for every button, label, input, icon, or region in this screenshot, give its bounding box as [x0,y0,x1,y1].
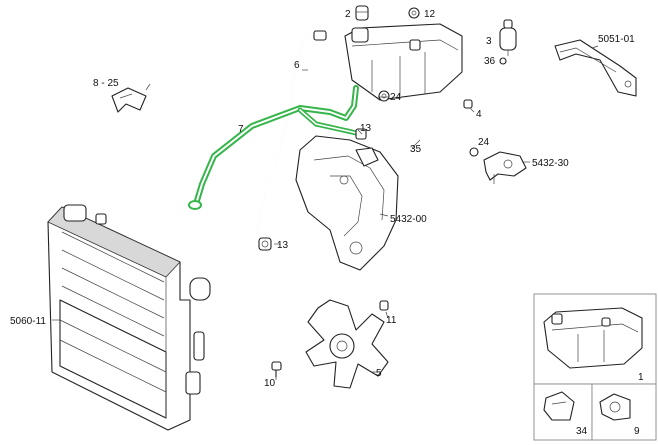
hose-clip-8-25[interactable] [111,87,147,113]
callout-7: 7 [238,124,244,135]
callout-10: 10 [264,378,276,389]
radiator[interactable] [47,204,211,431]
callout-36: 36 [484,56,496,67]
inset-tank-assembly[interactable] [543,307,643,369]
callout-24-top: 24 [390,92,402,103]
filler-cap[interactable] [355,5,369,21]
callout-8-25: 8 - 25 [93,78,119,89]
callout-3: 3 [486,36,492,47]
callout-5051-01: 5051-01 [598,34,635,45]
level-sensor[interactable] [408,7,420,19]
thermostat-housing-5432-30[interactable] [483,151,527,184]
callout-12: 12 [424,9,436,20]
callout-13-top: 13 [360,123,372,134]
cooling-fan[interactable] [305,299,389,389]
callout-4: 4 [476,109,482,120]
clamp-24-right[interactable] [469,147,479,157]
callout-5: 5 [376,368,382,379]
expansion-tank[interactable] [344,23,473,109]
engine-housing-5432-00[interactable] [295,135,399,271]
washer-36[interactable] [499,57,507,65]
hose-35[interactable] [378,108,464,142]
callout-13-bottom: 13 [277,240,289,251]
callout-5432-00: 5432-00 [390,214,427,225]
bracket-5051-01[interactable] [554,39,637,97]
callout-9: 9 [634,426,640,437]
callout-35: 35 [410,144,422,155]
callout-1: 1 [638,372,644,383]
callout-34: 34 [576,426,588,437]
clamp-13-bottom[interactable] [258,237,272,251]
callout-5432-30: 5432-30 [532,158,569,169]
clamp-24-top[interactable] [378,90,390,102]
valve-3[interactable] [499,19,517,56]
callout-5060-11: 5060-11 [10,316,46,327]
callout-6: 6 [294,60,300,71]
inset-clip-34[interactable] [543,391,575,421]
clamp-13-top[interactable] [355,128,367,140]
callout-24-right: 24 [478,137,490,148]
bolt-10[interactable] [271,361,282,378]
inset-clip-9[interactable] [599,393,631,421]
leader-lines [52,45,599,380]
callout-2: 2 [345,9,351,20]
bolt-11[interactable] [379,300,389,311]
callout-11: 11 [386,315,397,326]
